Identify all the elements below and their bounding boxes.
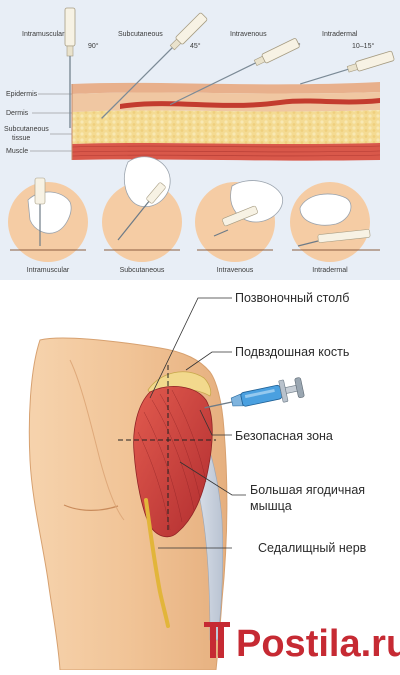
caption-intravenous: Intravenous [217,267,254,274]
caption-intradermal: Intradermal [312,267,348,274]
sciatic-nerve [144,498,170,628]
watermark-logo-icon [204,622,230,658]
leader-lines [149,297,246,549]
caption-intramuscular: Intramuscular [27,267,70,274]
label-spinal-column: Позвоночный столб [235,291,349,305]
layer-label-epidermis: Epidermis [6,91,38,98]
label-sciatic-nerve: Седалищный нерв [258,541,367,555]
label-gluteus-maximus-2: мышца [250,499,292,513]
watermark-text: Postila.ru [236,623,400,665]
circle-intradermal [290,182,380,262]
layer-label-muscle: Muscle [6,148,28,155]
needle-label-intravenous: Intravenous [230,31,267,38]
layer-label-dermis: Dermis [6,110,29,117]
syringe-gluteal [204,377,305,409]
label-gluteus-maximus-1: Большая ягодичная [250,483,365,497]
needle-angle-intradermal: 10–15° [352,42,374,50]
needle-angle-subcutaneous: 45° [190,42,201,50]
needle-label-subcutaneous: Subcutaneous [118,31,163,38]
needle-label-intramuscular: Intramuscular [22,31,65,38]
gluteal-fold [63,504,119,511]
circle-subcutaneous [102,156,182,262]
needle-angle-intramuscular: 90° [88,42,99,50]
gluteal-injection-diagram: Позвоночный столб Подвздошная кость Безо… [28,291,367,671]
label-iliac-bone: Подвздошная кость [235,345,349,359]
label-safe-zone: Безопасная зона [235,429,333,443]
circle-captions: Intramuscular Subcutaneous Intravenous I… [27,267,348,274]
technique-circles [8,156,380,262]
syringe-intradermal [300,50,395,85]
syringe-intravenous [169,38,300,106]
circle-intramuscular [8,177,88,262]
layer-labels: Epidermis Dermis Subcutaneous tissue Mus… [4,91,72,155]
syringe-subcutaneous [101,12,208,119]
needle-label-intradermal: Intradermal [322,31,358,38]
watermark: Postila.ru [204,622,400,665]
layer-label-subcutaneous: Subcutaneous [4,126,49,133]
circle-intravenous [195,180,284,262]
syringe-intramuscular [64,7,76,128]
layer-label-tissue: tissue [12,135,30,142]
gluteus-maximus [133,386,213,538]
caption-subcutaneous: Subcutaneous [120,267,165,274]
skin-cross-section [71,82,381,161]
injection-types-panel: Epidermis Dermis Subcutaneous tissue Mus… [0,0,400,280]
